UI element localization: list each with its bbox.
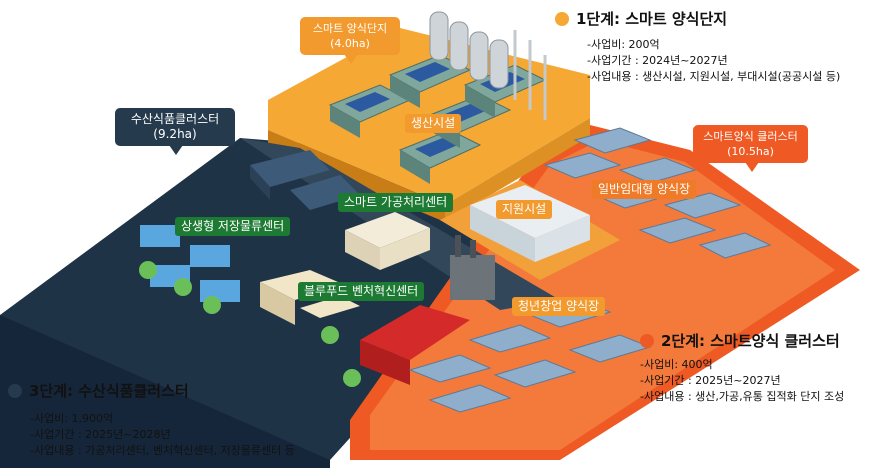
callout-smart-farm-complex: 스마트 양식단지 (4.0ha) <box>300 17 400 64</box>
red-barn <box>360 305 470 385</box>
phase-1-info: 1단계: 스마트 양식단지 -사업비: 200억 -사업기간 : 2024년~2… <box>555 8 840 85</box>
phase-3-info: 3단계: 수산식품클러스터 -사업비: 1,900억 -사업기간 : 2025년… <box>8 380 295 459</box>
pipes <box>513 30 547 120</box>
rental-farm-buildings <box>543 127 772 259</box>
storage-tanks <box>429 11 509 89</box>
callout-title: 수산식품클러스터 <box>130 112 220 126</box>
phase-2-title: 2단계: 스마트양식 클러스터 <box>661 332 840 350</box>
phase-3-period: -사업기간 : 2025년~2028년 <box>30 428 171 441</box>
callout-area: (4.0ha) <box>330 37 370 50</box>
phase-3-content: -사업내용 : 가공처리센터, 벤처혁신센터, 저장물류센터 등 <box>30 444 295 457</box>
label-rental-farm: 일반임대형 양식장 <box>592 180 697 199</box>
callout-title: 스마트 양식단지 <box>312 22 388 35</box>
phase-1-budget: -사업비: 200억 <box>587 38 660 51</box>
callout-area: (10.5ha) <box>727 145 774 158</box>
callout-area: (9.2ha) <box>153 127 197 141</box>
logistics-buildings <box>250 150 360 210</box>
callout-title: 스마트양식 클러스터 <box>703 130 798 143</box>
phase-2-dot <box>640 333 654 348</box>
phase-1-content: -사업내용 : 생산시설, 지원시설, 부대시설(공공시설 등) <box>587 70 841 83</box>
processing-building <box>345 212 430 270</box>
callout-smart-aquaculture-cluster: 스마트양식 클러스터 (10.5ha) <box>693 125 808 172</box>
trees <box>139 261 361 387</box>
label-production: 생산시설 <box>405 114 462 133</box>
phase-2-content: -사업내용 : 생산,가공,유통 집적화 단지 조성 <box>640 390 845 403</box>
label-bluefood-center: 블루푸드 벤처혁신센터 <box>298 282 425 301</box>
label-support: 지원시설 <box>496 200 553 219</box>
label-processing-center: 스마트 가공처리센터 <box>338 193 454 212</box>
factory <box>450 235 495 300</box>
phase-1-period: -사업기간 : 2024년~2027년 <box>587 54 728 67</box>
phase-3-budget: -사업비: 1,900억 <box>30 412 114 425</box>
phase-2-period: -사업기간 : 2025년~2027년 <box>640 374 781 387</box>
label-youth-farm: 청년창업 양식장 <box>512 297 606 316</box>
phase-2-budget: -사업비: 400억 <box>640 358 713 371</box>
phase-3-dot <box>8 383 22 398</box>
phase-1-dot <box>555 11 569 26</box>
callout-seafood-cluster: 수산식품클러스터 (9.2ha) <box>115 108 235 155</box>
label-logistics-center: 상생형 저장물류센터 <box>175 217 291 236</box>
phase-2-info: 2단계: 스마트양식 클러스터 -사업비: 400억 -사업기간 : 2025년… <box>640 330 844 405</box>
phase-3-title: 3단계: 수산식품클러스터 <box>29 382 189 400</box>
phase-1-title: 1단계: 스마트 양식단지 <box>576 10 728 28</box>
